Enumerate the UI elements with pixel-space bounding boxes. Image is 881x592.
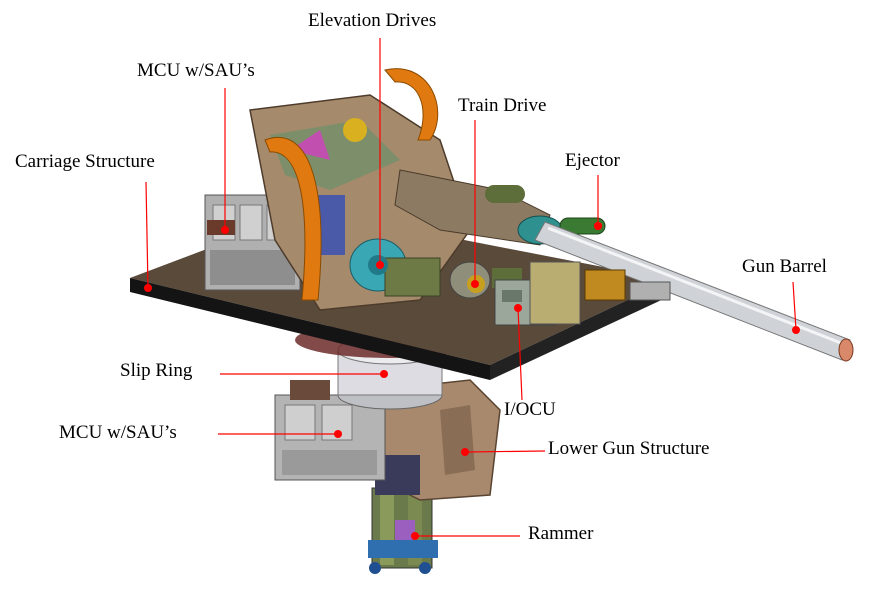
leader-gun-barrel — [792, 281, 797, 331]
label-lower-gun-structure: Lower Gun Structure — [548, 438, 709, 459]
marker-elevation-drives — [376, 261, 384, 269]
deck-equipment-right — [584, 269, 671, 301]
label-iocu: I/OCU — [504, 399, 556, 420]
marker-iocu — [514, 304, 522, 312]
leader-lines — [145, 38, 797, 537]
leader-lower-gun-structure — [464, 450, 546, 453]
rammer-assembly — [368, 487, 438, 574]
label-elevation-drives: Elevation Drives — [308, 10, 436, 31]
marker-slip-ring — [380, 370, 388, 378]
label-rammer: Rammer — [528, 523, 594, 544]
marker-ejector — [594, 222, 602, 230]
leader-iocu — [517, 307, 523, 401]
label-carriage-structure: Carriage Structure — [15, 151, 155, 172]
label-mcu-bottom: MCU w/SAU’s — [59, 422, 177, 443]
marker-gun-barrel — [792, 326, 800, 334]
gun-mount-illustration — [130, 68, 854, 574]
label-ejector: Ejector — [565, 150, 621, 171]
marker-rammer — [411, 532, 419, 540]
label-gun-barrel: Gun Barrel — [742, 256, 827, 277]
gun-barrel-body — [534, 221, 854, 362]
marker-train-drive — [471, 280, 479, 288]
iocu-box — [494, 261, 581, 326]
marker-carriage-structure — [144, 284, 152, 292]
label-slip-ring: Slip Ring — [120, 360, 193, 381]
marker-mcu-top — [221, 226, 229, 234]
label-train-drive: Train Drive — [458, 95, 547, 116]
recoil-housing — [394, 169, 563, 246]
trunnion-arms — [264, 68, 439, 301]
marker-mcu-bottom — [334, 430, 342, 438]
leader-carriage-structure — [145, 181, 149, 289]
callout-labels: Elevation Drives MCU w/SAU’s Train Drive… — [15, 10, 827, 544]
callout-markers — [144, 222, 800, 540]
label-mcu-top: MCU w/SAU’s — [137, 60, 255, 81]
marker-lower-gun-structure — [461, 448, 469, 456]
